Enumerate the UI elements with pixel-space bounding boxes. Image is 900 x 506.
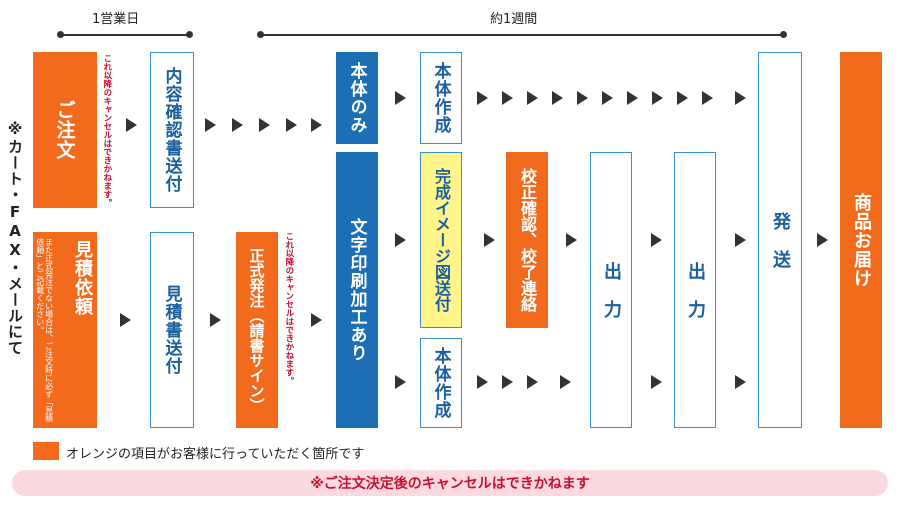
flow-arrow	[627, 91, 638, 105]
footer-text: ※ご注文決定後のキャンセルはできかねます	[310, 476, 590, 492]
order-step: ご注文	[33, 52, 97, 208]
flow-arrow	[702, 91, 713, 105]
legend-swatch	[33, 442, 59, 460]
flow-arrow	[311, 313, 322, 327]
body-only-label: 本体のみ	[346, 62, 367, 134]
timeline-dot	[57, 31, 64, 38]
proof-label: 校正確認、校了連絡	[518, 168, 537, 312]
timeline-day1-line	[60, 34, 189, 36]
timeline-day1-label: 1営業日	[92, 12, 140, 27]
flow-arrow	[205, 118, 216, 132]
flow-arrow	[602, 91, 613, 105]
deliver-label: 商品お届け	[851, 192, 872, 288]
flow-arrow	[552, 91, 563, 105]
flow-arrow	[484, 233, 495, 247]
output-step-1: 出 力	[590, 152, 632, 428]
formal-order-label: 正式発注（請書サイン）	[247, 247, 266, 413]
body-make-top-step: 本体作成	[420, 52, 462, 144]
flow-arrow	[652, 91, 663, 105]
output-step-2: 出 力	[674, 152, 716, 428]
flow-arrow	[395, 233, 406, 247]
flow-arrow	[259, 118, 270, 132]
formal-order-step: 正式発注（請書サイン）	[236, 232, 278, 428]
flow-arrow	[527, 91, 538, 105]
timeline-week-line	[260, 34, 783, 36]
flow-arrow	[126, 118, 137, 132]
body-make-bottom-step: 本体作成	[420, 338, 462, 428]
flow-arrow	[502, 91, 513, 105]
body-make-bottom-label: 本体作成	[430, 347, 451, 419]
ship-label: 発 送	[770, 211, 791, 269]
footer-banner: ※ご注文決定後のキャンセルはできかねます	[12, 470, 888, 496]
flow-arrow	[735, 233, 746, 247]
flow-arrow	[527, 375, 538, 389]
image-send-step: 完成イメージ図送付	[420, 152, 462, 328]
estimate-request-label: 見積依頼	[72, 240, 93, 316]
print-processing-label: 文字印刷加工あり	[346, 218, 367, 362]
legend-label: オレンジの項目がお客様に行っていただく箇所です	[66, 447, 365, 462]
flow-arrow	[566, 233, 577, 247]
estimate-request-step: 見積依頼 また正式発注でない場合は、ご注文時に必ず「見積依頼」とご記載ください。	[33, 232, 97, 428]
send-estimate-step: 見積書送付	[150, 232, 194, 428]
timeline-dot	[780, 31, 787, 38]
flow-arrow	[735, 91, 746, 105]
flow-arrow	[477, 375, 488, 389]
ship-step: 発 送	[758, 52, 802, 428]
flow-arrow	[210, 313, 221, 327]
flow-arrow	[817, 233, 828, 247]
flow-arrow	[651, 233, 662, 247]
cancel-note-1: これ以降のキャンセルはできかねます。	[101, 54, 112, 207]
flow-arrow	[120, 313, 131, 327]
flow-arrow	[577, 91, 588, 105]
timeline-week-label: 約1週間	[490, 12, 538, 27]
flow-arrow	[395, 91, 406, 105]
body-only-step: 本体のみ	[336, 52, 378, 144]
timeline-dot	[257, 31, 264, 38]
image-send-label: 完成イメージ図送付	[432, 168, 451, 312]
confirm-content-label: 内容確認書送付	[161, 67, 182, 193]
send-estimate-label: 見積書送付	[161, 285, 182, 375]
flow-arrow	[502, 375, 513, 389]
timeline-dot	[186, 31, 193, 38]
flow-arrow	[232, 118, 243, 132]
flow-arrow	[735, 375, 746, 389]
flow-arrow	[651, 375, 662, 389]
flow-arrow	[560, 375, 571, 389]
output-label-2: 出 力	[685, 261, 706, 319]
print-processing-step: 文字印刷加工あり	[336, 152, 378, 428]
order-label: ご注文	[53, 100, 76, 160]
flow-arrow	[286, 118, 297, 132]
proof-step: 校正確認、校了連絡	[506, 152, 548, 328]
side-note: ※カート・FAX・メールにて	[6, 120, 24, 356]
flow-arrow	[677, 91, 688, 105]
cancel-note-2: これ以降のキャンセルはできかねます。	[283, 232, 294, 385]
flow-arrow	[311, 118, 322, 132]
output-label-1: 出 力	[601, 261, 622, 319]
estimate-request-note: また正式発注でない場合は、ご注文時に必ず「見積依頼」とご記載ください。	[35, 238, 54, 422]
flow-arrow	[477, 91, 488, 105]
confirm-content-step: 内容確認書送付	[150, 52, 194, 208]
deliver-step: 商品お届け	[840, 52, 882, 428]
flow-arrow	[395, 375, 406, 389]
body-make-top-label: 本体作成	[430, 62, 451, 134]
